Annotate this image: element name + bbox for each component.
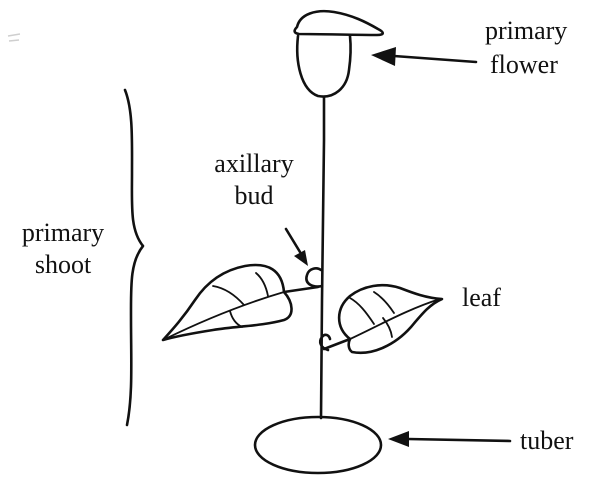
label-axillary-bud-line2: bud (193, 182, 315, 209)
label-primary-shoot-line2: shoot (0, 251, 126, 278)
label-axillary-bud-line1: axillary (193, 150, 315, 177)
left-leaf (163, 265, 318, 340)
primary-shoot-brace (125, 90, 143, 425)
bud-arrow (286, 229, 308, 266)
tuber-arrow (388, 431, 510, 447)
right-leaf (324, 285, 442, 353)
label-tuber: tuber (520, 427, 573, 454)
tuber (255, 417, 381, 473)
flower-arrow (371, 47, 476, 66)
primary-flower (295, 11, 383, 96)
label-leaf: leaf (462, 284, 501, 311)
label-primary-shoot-line1: primary (0, 219, 126, 246)
axillary-bud (306, 268, 322, 286)
label-primary-flower-line2: flower (490, 51, 558, 78)
stem (321, 97, 324, 418)
scan-mark (8, 34, 20, 41)
label-primary-flower-line1: primary (485, 17, 567, 44)
